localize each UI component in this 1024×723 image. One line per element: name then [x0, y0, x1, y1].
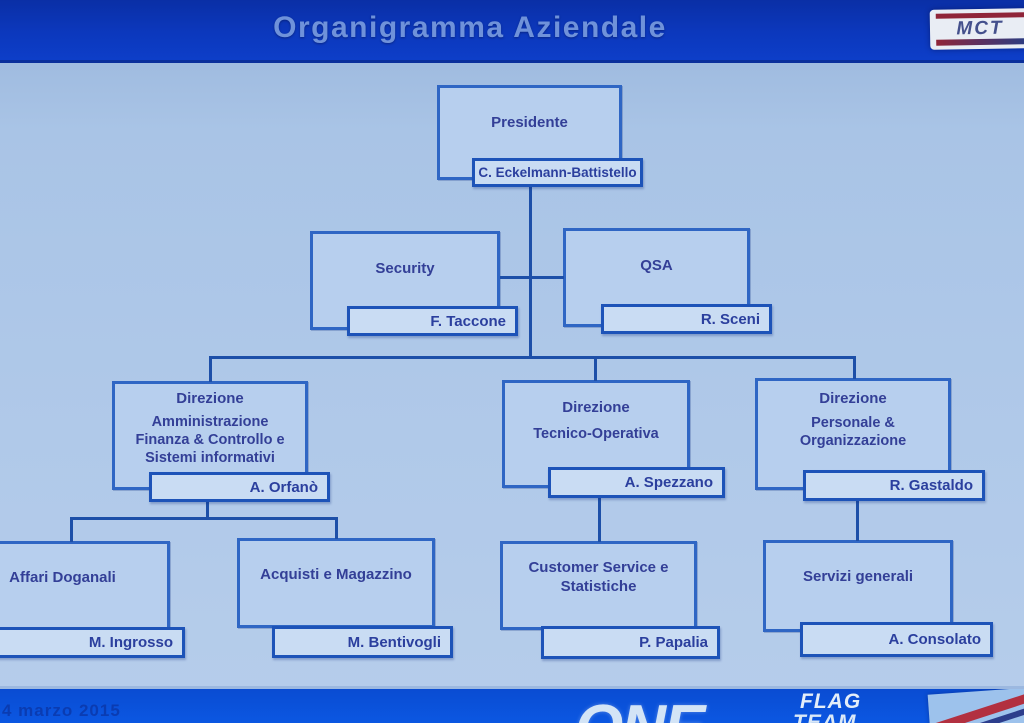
org-role-title: Direzione [819, 390, 887, 407]
connector-president-down [529, 180, 532, 357]
org-name-qsa: R. Sceni [601, 304, 772, 334]
org-name-label: A. Orfanò [249, 478, 318, 496]
footer-bar: 4 marzo 2015 ONE FLAG TEAM [0, 686, 1024, 723]
org-role-label: Customer Service e Statistiche [528, 558, 669, 595]
org-box-customer-service: Customer Service e Statistiche [500, 541, 697, 630]
org-box-servizi-generali: Servizi generali [763, 540, 953, 632]
org-name-label: R. Gastaldo [889, 477, 973, 494]
one-team-logo-flag: FLAG [800, 690, 862, 713]
connector-orfano-down [206, 502, 209, 518]
org-name-papalia: P. Papalia [541, 626, 720, 659]
org-name-label: C. Eckelmann-Battistello [478, 165, 637, 180]
org-role-subtitle: Personale & Organizzazione [799, 414, 907, 449]
org-name-label: M. Ingrosso [88, 634, 173, 651]
org-name-label: M. Bentivogli [347, 633, 441, 651]
org-name-ingrosso: M. Ingrosso [0, 627, 185, 658]
org-box-affari-doganali: Affari Doganali [0, 541, 170, 630]
org-name-consolato: A. Consolato [800, 622, 993, 657]
mct-logo-stripe-bottom [936, 38, 1024, 46]
org-name-label: A. Consolato [888, 631, 982, 648]
org-name-label: A. Spezzano [624, 474, 713, 491]
org-role-label: Affari Doganali [9, 569, 116, 587]
one-team-logo-one: ONE [575, 692, 705, 723]
mct-logo-text: MCT [956, 17, 1004, 40]
org-box-acquisti-magazzino: Acquisti e Magazzino [237, 538, 435, 628]
footer-date: 4 marzo 2015 [2, 701, 121, 720]
org-role-label: Presidente [491, 114, 568, 132]
connector-customer-stub [598, 498, 601, 542]
org-role-label: Servizi generali [802, 567, 914, 585]
org-name-label: R. Sceni [700, 310, 760, 328]
org-role-title: Direzione [562, 398, 630, 416]
org-role-subtitle: Tecnico-Operativa [533, 426, 659, 443]
connector-affari-stub [70, 517, 73, 542]
connector-directions-horizontal [209, 356, 856, 359]
one-team-logo-team: TEAM [793, 711, 857, 723]
org-role-label: Security [375, 260, 435, 278]
title-bar: Organigramma Aziendale MCT [0, 0, 1024, 63]
org-name-presidente: C. Eckelmann-Battistello [472, 158, 643, 187]
org-name-gastaldo: R. Gastaldo [803, 470, 985, 501]
page-title: Organigramma Aziendale [273, 11, 667, 44]
org-name-orfano: A. Orfanò [149, 472, 330, 502]
connector-security-qsa [500, 276, 564, 279]
org-name-security: F. Taccone [347, 306, 518, 336]
org-name-bentivogli: M. Bentivogli [272, 626, 453, 658]
org-role-label: Acquisti e Magazzino [260, 565, 412, 583]
mct-logo: MCT [929, 8, 1024, 50]
connector-direction1-stub [209, 356, 212, 382]
connector-acquisti-stub [335, 517, 338, 539]
org-role-label: QSA [640, 257, 673, 275]
org-name-spezzano: A. Spezzano [548, 467, 725, 498]
org-name-label: F. Taccone [430, 312, 506, 330]
connector-direction2-stub [594, 356, 597, 381]
connector-left-depts-horizontal [70, 517, 338, 520]
connector-servizi-stub [856, 501, 859, 541]
org-name-label: P. Papalia [639, 634, 708, 651]
corner-flag-logo [927, 689, 1024, 723]
org-role-title: Direzione [176, 389, 244, 407]
org-role-subtitle: Amministrazione Finanza & Controllo e Si… [135, 413, 285, 466]
connector-direction3-stub [853, 356, 856, 379]
